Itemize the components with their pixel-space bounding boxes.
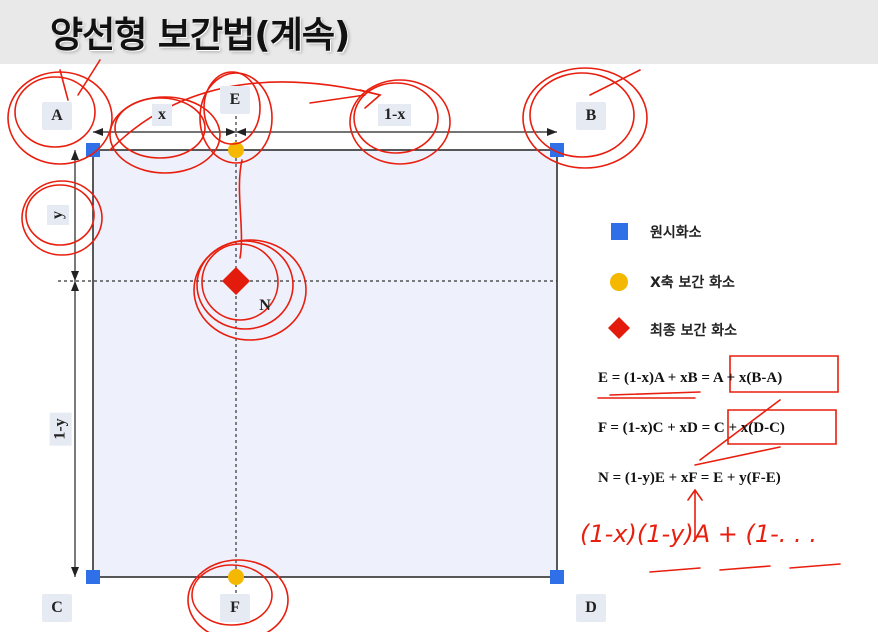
legend-x-interp-pixel: X축 보간 화소 xyxy=(650,272,735,292)
formula-f: F = (1-x)C + xD = C + x(D-C) xyxy=(598,420,785,436)
point-d-label: D xyxy=(576,594,606,622)
point-a-label: A xyxy=(42,102,72,130)
pixel-c-marker xyxy=(86,570,100,584)
point-c-label: C xyxy=(42,594,72,622)
formula-e: E = (1-x)A + xB = A + x(B-A) xyxy=(598,370,783,386)
legend-square-icon xyxy=(611,223,628,240)
point-n-label: N xyxy=(259,297,271,314)
point-b-label: B xyxy=(576,102,606,130)
legend-label: 원시화소 xyxy=(650,225,702,241)
legend-diamond-icon xyxy=(608,317,630,339)
legend-circle-icon xyxy=(610,273,628,291)
title-bar: 양선형 보간법(계속) xyxy=(0,0,878,64)
segment-one-minus-y-label: 1-y xyxy=(49,412,72,446)
pixel-a-marker xyxy=(86,143,100,157)
legend-label: 최종 보간 화소 xyxy=(650,323,738,339)
interpolation-square xyxy=(92,149,558,578)
pixel-d-marker xyxy=(550,570,564,584)
pixel-f-marker xyxy=(228,569,244,585)
segment-y-label: y xyxy=(47,205,69,225)
segment-one-minus-x-label: 1-x xyxy=(378,104,412,126)
formula-n: N = (1-y)E + xF = E + y(F-E) xyxy=(598,470,781,486)
point-f-label: F xyxy=(220,594,250,622)
pixel-n-marker xyxy=(222,267,250,295)
segment-x-label: x xyxy=(152,104,172,126)
legend-original-pixel: 원시화소 xyxy=(650,222,702,242)
slide-title: 양선형 보간법(계속) xyxy=(50,15,350,56)
point-e-label: E xyxy=(220,86,250,114)
legend-final-interp-pixel: 최종 보간 화소 xyxy=(650,320,737,340)
legend-label: X축 보간 화소 xyxy=(650,275,735,291)
pixel-e-marker xyxy=(228,142,244,158)
handwritten-annotations xyxy=(7,59,841,632)
handwritten-expression: (1-x)(1-y)A + (1-. . . xyxy=(580,520,817,548)
